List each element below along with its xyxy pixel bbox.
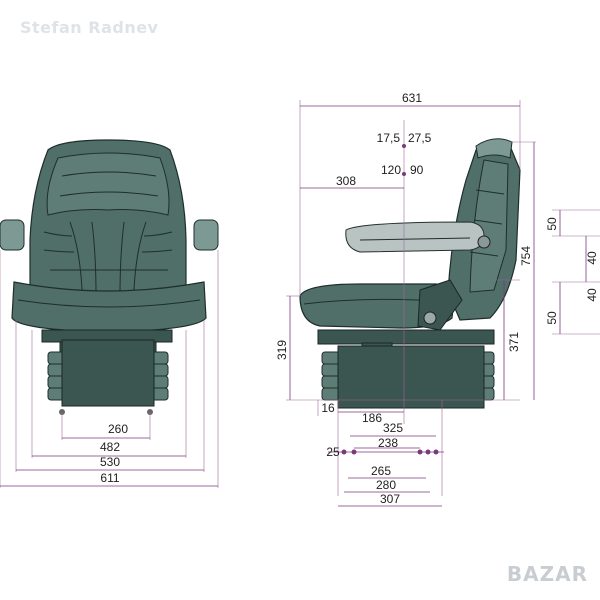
- side-dim-40-bottom: 40: [585, 288, 599, 302]
- side-dim-754: 754: [519, 246, 533, 266]
- front-view-seat: [0, 139, 219, 415]
- side-dim-50-bottom: 50: [545, 311, 559, 325]
- side-dim-631: 631: [402, 91, 422, 105]
- side-dim-27-5: 27,5: [408, 131, 432, 145]
- side-dim-90: 90: [410, 163, 424, 177]
- side-dim-307: 307: [380, 492, 400, 506]
- front-dim-530: 530: [100, 455, 120, 469]
- side-dimension-lines: [286, 100, 600, 507]
- side-dim-280: 280: [376, 478, 396, 492]
- side-dim-17-5: 17,5: [377, 131, 401, 145]
- side-dim-319: 319: [275, 340, 289, 360]
- watermark-text: Stefan Radnev: [20, 18, 159, 37]
- side-dim-325: 325: [383, 421, 403, 435]
- front-dim-482: 482: [100, 440, 120, 454]
- side-dim-40-top: 40: [585, 251, 599, 265]
- side-dim-265: 265: [371, 464, 391, 478]
- side-view-seat: [299, 138, 521, 409]
- front-dimension-lines: [0, 250, 219, 488]
- side-dim-16: 16: [321, 401, 335, 415]
- side-dim-186: 186: [362, 411, 382, 425]
- side-dim-120: 120: [381, 163, 401, 177]
- bazar-logo: BAZAR: [506, 562, 588, 586]
- side-dim-25: 25: [326, 445, 340, 459]
- side-dim-371: 371: [507, 332, 521, 352]
- side-dim-308: 308: [336, 174, 356, 188]
- side-dim-238: 238: [378, 436, 398, 450]
- front-dim-260: 260: [108, 422, 128, 436]
- front-dim-611: 611: [100, 471, 119, 485]
- side-dim-50-top: 50: [545, 217, 559, 231]
